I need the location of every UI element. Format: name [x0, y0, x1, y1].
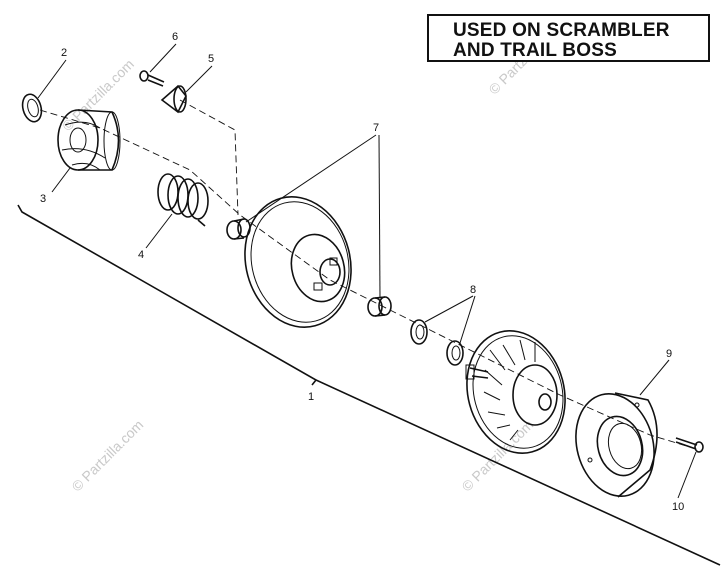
- spring-part: [157, 173, 209, 227]
- callout-4: 4: [138, 249, 144, 261]
- washer-upper-part: [410, 319, 428, 345]
- leader-line-3: [51, 167, 71, 193]
- leader-line-8b: [459, 295, 476, 344]
- bushing-upper-part: [226, 218, 251, 240]
- leader-line-7b: [378, 134, 381, 299]
- applicability-note-box: USED ON SCRAMBLER AND TRAIL BOSS: [427, 14, 710, 62]
- callout-3: 3: [40, 193, 46, 205]
- movable-sheave-part: [244, 196, 352, 328]
- watermark-text: © Partzilla.com: [68, 417, 146, 495]
- note-line-2: AND TRAIL BOSS: [453, 40, 617, 61]
- note-line-1: USED ON SCRAMBLER: [453, 20, 670, 41]
- cam-button-part: [160, 84, 187, 114]
- cover-bolt-part: [675, 437, 704, 453]
- assembly-bracket: [17, 204, 721, 566]
- bushing-lower-part: [367, 296, 392, 317]
- clutch-cover-part: [575, 392, 658, 498]
- callout-10: 10: [672, 501, 684, 513]
- callout-2: 2: [61, 47, 67, 59]
- callout-9: 9: [666, 348, 672, 360]
- fixed-sheave-part: [465, 330, 566, 454]
- leader-line-10: [677, 451, 697, 499]
- callout-1: 1: [308, 391, 314, 403]
- callout-7: 7: [373, 122, 379, 134]
- leader-line-7a: [245, 134, 377, 223]
- leader-line-5: [185, 65, 213, 93]
- callout-8: 8: [470, 284, 476, 296]
- leader-line-8a: [424, 295, 474, 323]
- leader-line-9: [639, 359, 670, 396]
- bolt-small-part: [139, 70, 165, 87]
- snap-ring-part: [21, 93, 43, 123]
- assembly-axis-line: [39, 109, 701, 451]
- spider-cam-part: [57, 109, 121, 171]
- callout-5: 5: [208, 53, 214, 65]
- leader-line-6: [149, 43, 177, 73]
- washer-lower-part: [446, 340, 464, 366]
- watermark-text: © Partzilla.com: [59, 56, 137, 134]
- callout-6: 6: [172, 31, 178, 43]
- leader-line-4: [145, 213, 173, 249]
- leader-line-2: [37, 59, 67, 99]
